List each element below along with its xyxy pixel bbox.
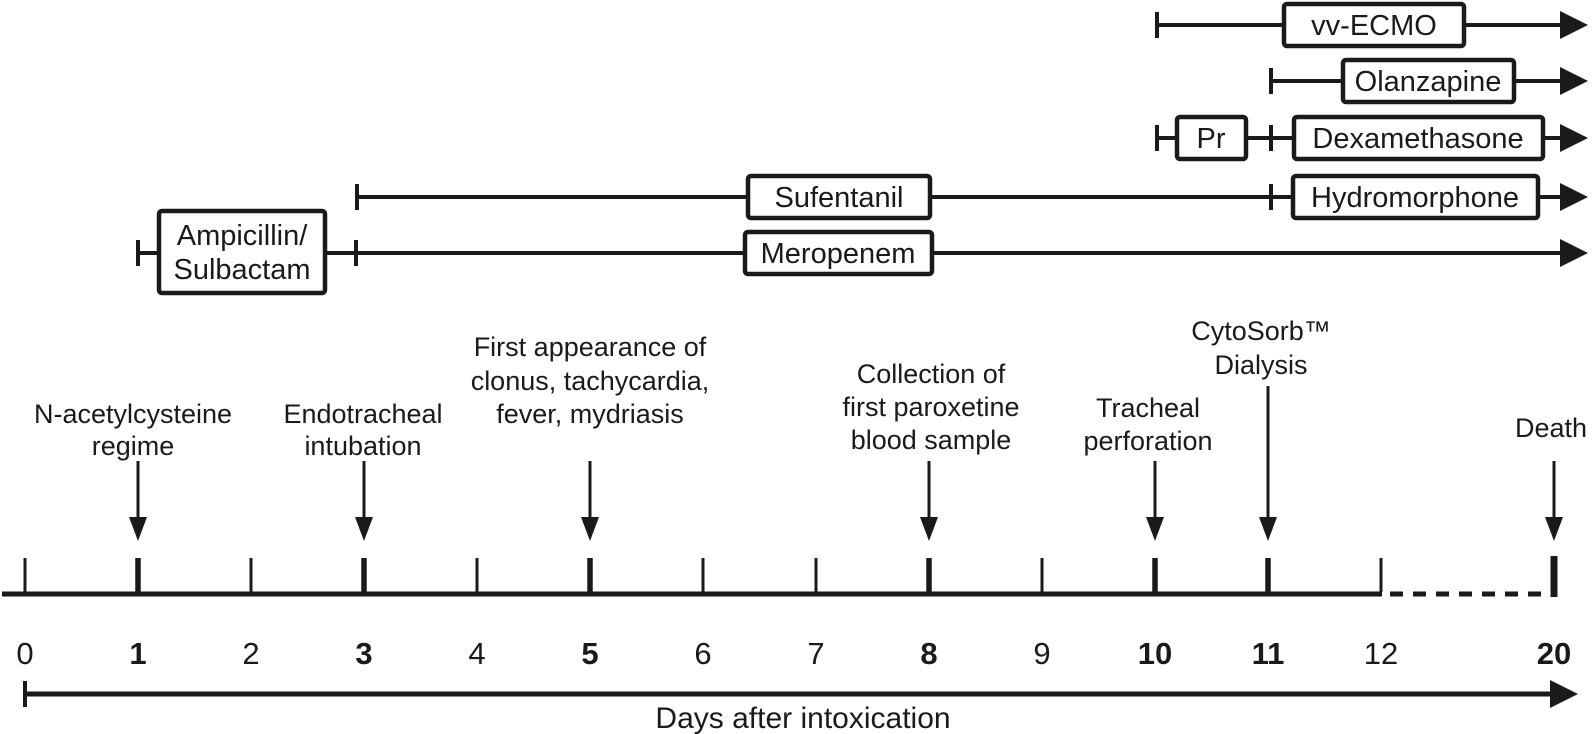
medication-row-sufentanil-hydromorphone: Sufentanil Hydromorphone <box>355 173 1588 221</box>
event-text-line: clonus, tachycardia, <box>471 366 710 396</box>
axis-label-day-1: 1 <box>129 636 146 671</box>
axis-label-day-10: 10 <box>1138 636 1172 671</box>
event-text-line: intubation <box>304 431 421 461</box>
meropenem-continuation-arrow-icon <box>1560 239 1588 267</box>
event-text-line: regime <box>92 431 175 461</box>
event-text-line: Collection of <box>857 359 1006 389</box>
axis-label-day-4: 4 <box>468 636 485 671</box>
ampicillin-label-line2: Sulbactam <box>173 254 310 286</box>
medication-row-olanzapine: Olanzapine <box>1269 57 1588 105</box>
sufentanil-label: Sufentanil <box>775 182 904 214</box>
medication-row-vv-ecmo: vv-ECMO <box>1155 1 1588 49</box>
vv-ecmo-continuation-arrow-icon <box>1560 11 1588 39</box>
ampicillin-label-line1: Ampicillin/ <box>177 220 308 252</box>
event-arrow-icon <box>1545 517 1563 541</box>
olanzapine-box <box>1340 57 1517 105</box>
event-text-line: perforation <box>1083 426 1212 456</box>
sufentanil-box <box>745 173 933 221</box>
event-n-acetylcysteine: N-acetylcysteine regime <box>34 399 232 541</box>
event-arrow-icon <box>129 517 147 541</box>
axis-label-day-5: 5 <box>581 636 598 671</box>
medication-row-pr-dexamethasone: Pr Dexamethasone <box>1155 114 1588 162</box>
event-endotracheal-intubation: Endotracheal intubation <box>283 399 443 541</box>
event-text-line: CytoSorb™ <box>1191 316 1331 346</box>
axis-label-day-3: 3 <box>355 636 372 671</box>
event-arrow-icon <box>920 517 938 541</box>
event-text-line: blood sample <box>851 425 1012 455</box>
axis-label-day-8: 8 <box>920 636 937 671</box>
event-paroxetine-sample: Collection of first paroxetine blood sam… <box>842 359 1020 541</box>
day-axis: 0 1 2 3 4 5 6 7 8 9 10 11 12 20 <box>2 556 1571 671</box>
medication-row-ampicillin-meropenem: Ampicillin/ Sulbactam Meropenem <box>136 208 1588 296</box>
hydromorphone-label: Hydromorphone <box>1311 182 1519 214</box>
meropenem-label: Meropenem <box>761 238 916 270</box>
dexamethasone-continuation-arrow-icon <box>1560 124 1588 152</box>
vv-ecmo-label: vv-ECMO <box>1311 10 1437 42</box>
event-arrow-icon <box>355 517 373 541</box>
olanzapine-label: Olanzapine <box>1355 66 1502 98</box>
axis-label-day-11: 11 <box>1252 636 1285 671</box>
vv-ecmo-box <box>1281 1 1467 49</box>
pr-label: Pr <box>1197 123 1226 155</box>
meropenem-box <box>742 229 935 277</box>
event-death: Death <box>1515 413 1587 541</box>
hydromorphone-box <box>1290 173 1541 221</box>
event-first-appearance: First appearance of clonus, tachycardia,… <box>471 332 710 541</box>
axis-label-day-9: 9 <box>1033 636 1050 671</box>
event-text-line: Endotracheal <box>283 399 442 429</box>
event-arrow-icon <box>1146 517 1164 541</box>
event-arrow-icon <box>581 517 599 541</box>
ampicillin-sulbactam-box <box>156 208 328 296</box>
axis-direction-arrow: Days after intoxication <box>23 680 1578 734</box>
axis-label-day-12: 12 <box>1364 636 1398 671</box>
event-text-line: first paroxetine <box>842 392 1019 422</box>
olanzapine-continuation-arrow-icon <box>1560 67 1588 95</box>
dexamethasone-box <box>1291 114 1546 162</box>
axis-label-day-20: 20 <box>1537 636 1571 671</box>
event-text-line: Dialysis <box>1214 350 1307 380</box>
axis-label-day-6: 6 <box>694 636 711 671</box>
event-tracheal-perforation: Tracheal perforation <box>1083 393 1213 541</box>
event-text-line: Tracheal <box>1096 393 1200 423</box>
axis-label-day-7: 7 <box>807 636 824 671</box>
dexamethasone-label: Dexamethasone <box>1312 123 1523 155</box>
event-cytosorb-dialysis: CytoSorb™ Dialysis <box>1191 316 1331 541</box>
hydromorphone-continuation-arrow-icon <box>1560 183 1588 211</box>
direction-arrow-icon <box>1550 680 1578 708</box>
pr-box <box>1174 114 1249 162</box>
event-arrow-icon <box>1259 517 1277 541</box>
axis-label-day-0: 0 <box>16 636 33 671</box>
event-text-line: fever, mydriasis <box>496 399 684 429</box>
event-text-line: Death <box>1515 413 1587 443</box>
axis-label-day-2: 2 <box>242 636 259 671</box>
event-text-line: First appearance of <box>474 332 707 362</box>
event-text-line: N-acetylcysteine <box>34 399 232 429</box>
axis-title: Days after intoxication <box>655 702 950 734</box>
